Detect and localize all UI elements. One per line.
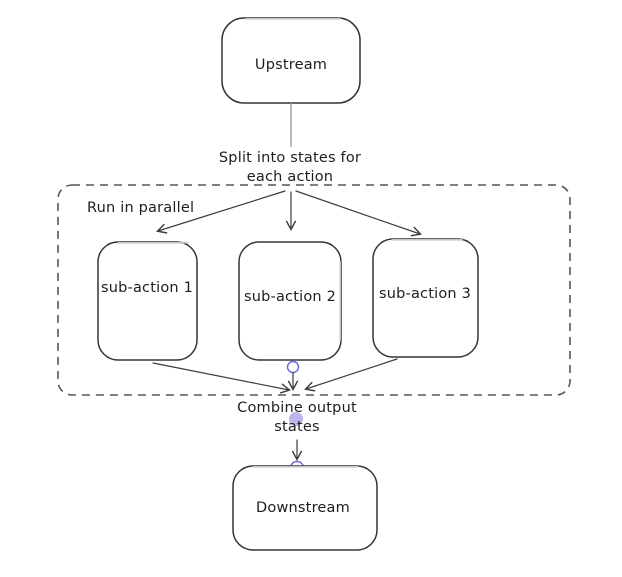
arrow-split-to-sub1[interactable] bbox=[156, 190, 286, 234]
sub-action-1-box[interactable] bbox=[97, 241, 198, 361]
parallel-group-box[interactable] bbox=[57, 184, 571, 396]
split-annotation-line1: Split into states for bbox=[219, 150, 361, 166]
arrow-split-to-sub3[interactable] bbox=[295, 190, 422, 237]
sub2-binding-handle[interactable] bbox=[286, 360, 300, 374]
split-annotation-line2: each action bbox=[247, 169, 333, 185]
combine-binding-dot[interactable] bbox=[289, 412, 303, 426]
arrow-sub1-to-combine[interactable] bbox=[152, 362, 292, 394]
downstream-node-label: Downstream bbox=[256, 500, 350, 516]
upstream-node-label: Upstream bbox=[255, 57, 327, 73]
sub-action-2-label: sub-action 2 bbox=[244, 289, 336, 305]
combine-annotation-line1: Combine output bbox=[237, 400, 357, 416]
parallel-group-label: Run in parallel bbox=[87, 200, 194, 216]
arrow-sub3-to-combine[interactable] bbox=[304, 358, 398, 392]
sub-action-3-label: sub-action 3 bbox=[379, 286, 471, 302]
sub-action-1-label: sub-action 1 bbox=[101, 280, 193, 296]
combine-annotation-line2: states bbox=[274, 419, 320, 435]
